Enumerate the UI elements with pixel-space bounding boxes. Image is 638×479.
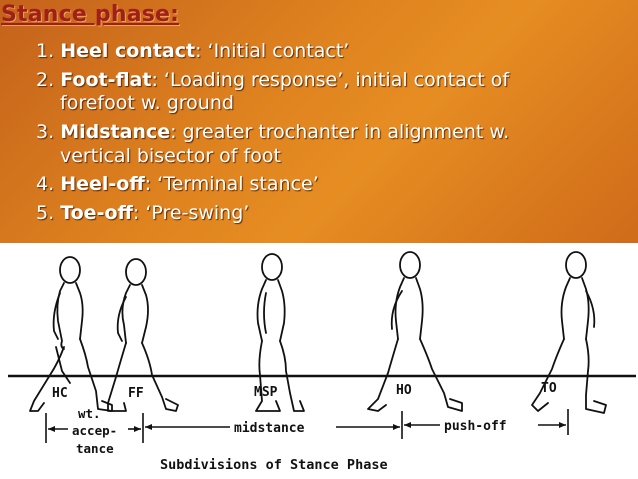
label-hc: HC [52,386,68,401]
label-push-off: push-off [444,419,507,434]
phase-number: 1. [36,40,55,62]
stance-phase-diagram: HC FF MSP HO TO wt. [8,251,636,473]
walking-figure-heel-off [367,251,463,412]
label-to: TO [541,381,557,396]
phase-item-2: 2. Foot-flat: ‘Loading response’, initia… [36,69,509,91]
label-wt-acceptance-line3: tance [76,441,114,456]
phase-term: Foot-flat [60,69,152,91]
phase-term: Heel contact [60,40,196,62]
walking-figure-toe-off [531,251,607,414]
walking-figure-foot-flat [107,258,179,412]
phase-number: 2. [36,69,55,91]
label-wt-acceptance-line2: accep- [72,423,117,438]
diagram-caption: Subdivisions of Stance Phase [160,457,388,473]
phase-item-5: 5. Toe-off: ‘Pre-swing’ [36,202,249,224]
phase-number: 5. [36,202,55,224]
phase-term: Toe-off [60,202,133,224]
phase-number: 4. [36,173,55,195]
phase-term: Heel-off [60,173,145,195]
subdivision-brackets [45,409,569,443]
text-panel: Stance phase: 1. Heel contact: ‘Initial … [0,0,638,243]
walking-figure-heel-contact [29,256,113,412]
phase-description: : ‘Initial contact’ [195,40,350,62]
phase-term: Midstance [60,121,171,143]
phase-number: 3. [36,121,55,143]
phase-description: : ‘Loading response’, initial contact of [151,69,510,91]
phase-item-3: 3. Midstance: greater trochanter in alig… [36,121,509,143]
label-msp: MSP [254,385,278,400]
phase-item-1: 1. Heel contact: ‘Initial contact’ [36,40,349,62]
label-wt-acceptance-line1: wt. [78,406,101,421]
walking-figure-midstance [255,253,305,412]
label-midstance: midstance [234,421,305,436]
phase-description: : greater trochanter in alignment w. [170,121,510,143]
phase-continuation: forefoot w. ground [60,92,234,114]
phase-description: : ‘Pre-swing’ [132,202,250,224]
phase-continuation: vertical bisector of foot [60,145,281,167]
label-ff: FF [128,386,144,401]
phase-description: : ‘Terminal stance’ [144,173,319,195]
slide-title: Stance phase: [1,2,180,27]
phase-item-4: 4. Heel-off: ‘Terminal stance’ [36,173,319,195]
label-ho: HO [396,383,412,398]
